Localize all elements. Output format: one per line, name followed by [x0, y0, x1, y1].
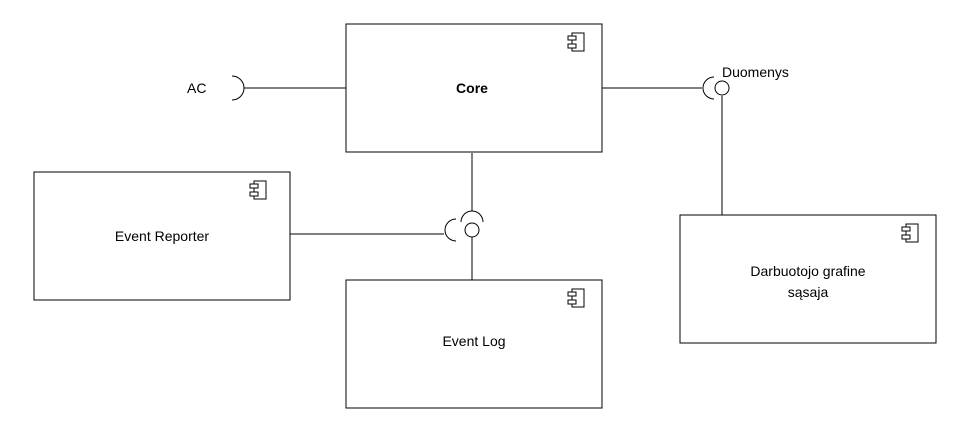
duomenys-interface-label: Duomenys — [722, 64, 789, 80]
core-label: Core — [456, 80, 488, 96]
gui-label-line2: sąsaja — [788, 284, 829, 300]
event-log-component[interactable]: Event Log — [345, 279, 603, 409]
duomenys-socket-icon — [702, 76, 715, 100]
duomenys-lollipop-icon — [714, 80, 730, 96]
event-reporter-component[interactable]: Event Reporter — [33, 171, 291, 301]
ac-socket-icon — [231, 75, 245, 101]
event-log-label: Event Log — [442, 333, 505, 349]
event-reporter-label: Event Reporter — [115, 228, 209, 244]
eventlog-lollipop-icon — [464, 222, 480, 238]
eventlog-socket-icon — [460, 210, 484, 223]
reporter-socket-icon — [444, 218, 457, 242]
ac-interface-label: AC — [187, 80, 206, 96]
gui-label-line1: Darbuotojo grafine — [750, 263, 865, 279]
gui-component[interactable]: Darbuotojo grafine sąsaja — [679, 214, 937, 344]
core-component[interactable]: Core — [345, 23, 603, 153]
